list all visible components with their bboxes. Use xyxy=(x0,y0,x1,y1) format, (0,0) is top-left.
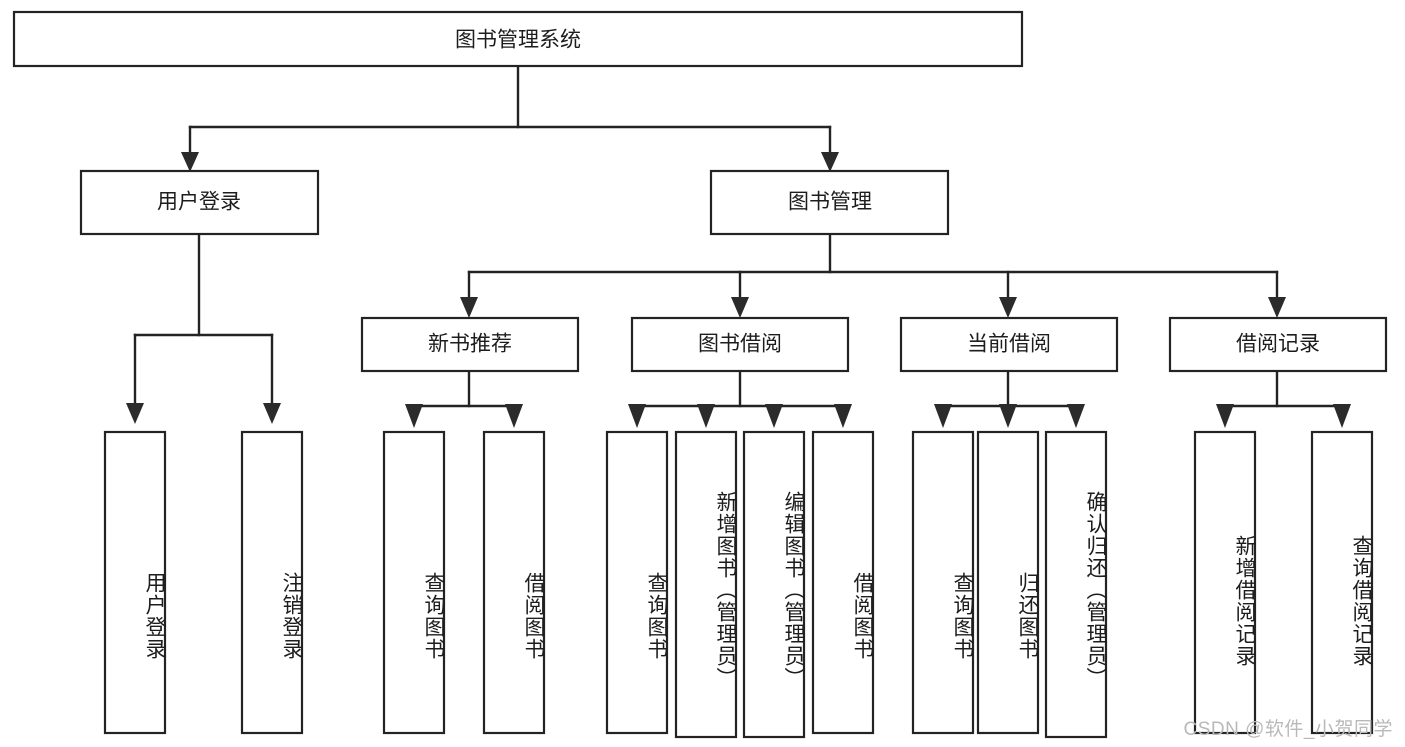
arrowhead-currentborrow-leaf1 xyxy=(934,404,952,428)
arrowhead-layer xyxy=(126,152,1351,428)
node-leaf-return-book[interactable] xyxy=(976,430,1040,735)
label-user-login: 用户登录 xyxy=(157,191,241,214)
label-borrow-record: 借阅记录 xyxy=(1236,333,1320,356)
arrowhead-currentborrow-leaf2 xyxy=(999,404,1017,428)
label-book-borrow: 图书借阅 xyxy=(698,333,782,356)
node-leaf-query-book-c[interactable] xyxy=(911,430,975,735)
node-book-manage[interactable] xyxy=(709,169,950,236)
watermark-text: CSDN @软件_小贺同学 xyxy=(1183,719,1393,740)
node-leaf-query-book-a[interactable] xyxy=(382,430,446,735)
node-leaf-logout[interactable] xyxy=(240,430,304,735)
arrowhead-to-new-book xyxy=(460,297,478,318)
arrowhead-to-leaf-user-login xyxy=(126,403,144,424)
label-current-borrow: 当前借阅 xyxy=(967,333,1051,356)
node-leaf-borrow-book-b[interactable] xyxy=(811,430,875,735)
node-leaf-add-record[interactable] xyxy=(1193,430,1257,735)
arrowhead-to-book-manage xyxy=(821,152,839,172)
node-book-borrow[interactable] xyxy=(630,316,850,373)
arrowhead-bookborrow-leaf1 xyxy=(628,404,646,428)
arrowhead-to-current-borrow xyxy=(999,297,1017,318)
arrowhead-to-user-login xyxy=(181,152,199,172)
arrowhead-borrowrecord-leaf2 xyxy=(1333,404,1351,428)
arrowhead-to-book-borrow xyxy=(731,297,749,318)
arrowhead-newbook-leaf1 xyxy=(405,404,423,428)
label-book-manage: 图书管理 xyxy=(788,191,872,214)
horizontal-label-layer: 图书管理系统 用户登录 图书管理 新书推荐 图书借阅 当前借阅 借阅记录 xyxy=(157,29,1320,356)
node-root-title[interactable] xyxy=(12,10,1024,68)
arrowhead-newbook-leaf2 xyxy=(505,404,523,428)
node-borrow-record[interactable] xyxy=(1168,316,1388,373)
node-new-book-recommend[interactable] xyxy=(360,316,580,373)
arrowhead-bookborrow-leaf3 xyxy=(765,404,783,428)
arrowhead-to-borrow-record xyxy=(1268,297,1286,318)
arrowhead-currentborrow-leaf3 xyxy=(1067,404,1085,428)
arrowhead-to-leaf-logout xyxy=(263,403,281,424)
node-leaf-query-book-b[interactable] xyxy=(605,430,669,735)
node-leaf-user-login[interactable] xyxy=(103,430,167,735)
arrowhead-borrowrecord-leaf1 xyxy=(1216,404,1234,428)
node-leaf-borrow-book-a[interactable] xyxy=(482,430,546,735)
arrowhead-bookborrow-leaf4 xyxy=(834,404,852,428)
node-leaf-add-book[interactable] xyxy=(674,430,738,739)
node-current-borrow[interactable] xyxy=(899,316,1119,373)
arrowhead-bookborrow-leaf2 xyxy=(697,404,715,428)
label-new-book-recommend: 新书推荐 xyxy=(428,333,512,356)
node-leaf-query-record[interactable] xyxy=(1310,430,1374,735)
node-box-layer xyxy=(12,10,1388,739)
node-user-login[interactable] xyxy=(79,169,320,236)
node-leaf-confirm-return[interactable] xyxy=(1044,430,1108,739)
label-root-title: 图书管理系统 xyxy=(455,29,581,52)
node-leaf-edit-book[interactable] xyxy=(742,430,806,739)
